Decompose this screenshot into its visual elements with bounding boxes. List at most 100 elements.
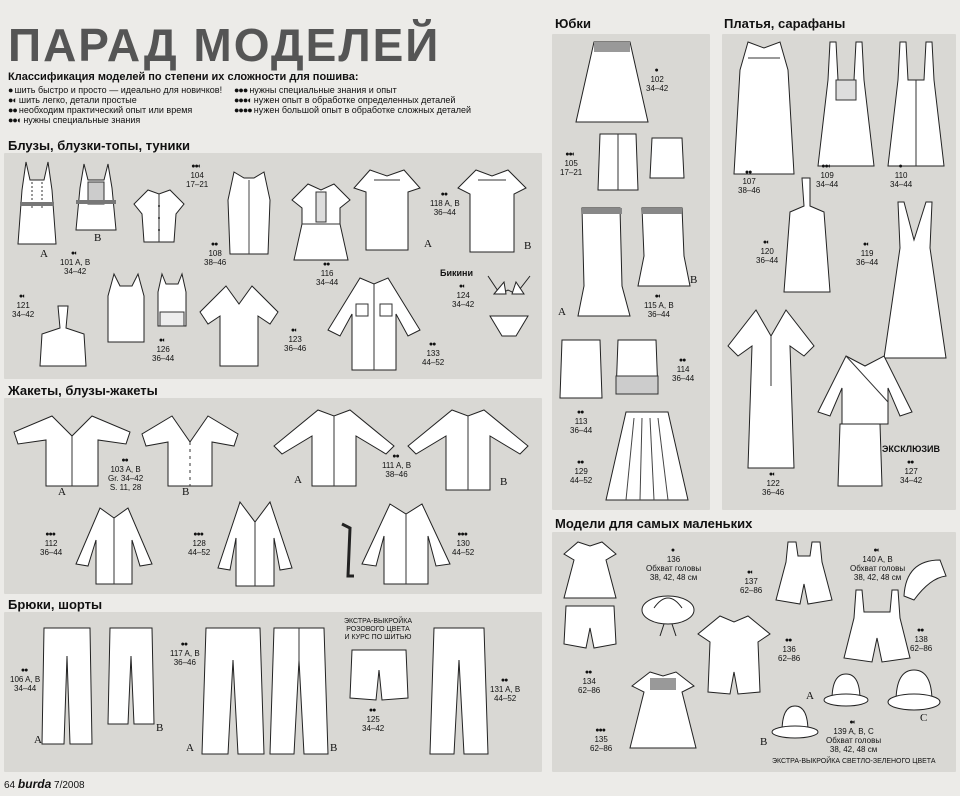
section-title-blouses: Блузы, блузки-топы, туники xyxy=(8,138,190,153)
model-tag-128: ●●●128 44–52 xyxy=(188,531,211,557)
belt-130-illustration xyxy=(340,522,358,578)
variant-letter: A xyxy=(34,734,42,746)
model-tag-133: ●●133 44–52 xyxy=(422,341,445,367)
brand-logo: burda xyxy=(17,777,52,791)
model-tag-124: ●◐124 34–42 xyxy=(452,283,475,309)
blouse-118b-illustration xyxy=(456,166,528,254)
variant-letter: A xyxy=(424,238,432,250)
jacket-103a-illustration xyxy=(12,412,132,488)
variant-letter: B xyxy=(500,476,508,488)
model-tag-102: ●102 34–42 xyxy=(646,67,669,93)
model-tag-123: ●◐123 36–46 xyxy=(284,327,307,353)
model-tag-110: ●110 34–44 xyxy=(890,163,913,189)
legend-item: ●●●нужны специальные знания и опыт xyxy=(234,85,397,95)
baby-dress-135-illustration xyxy=(628,668,698,750)
jacket-112-illustration xyxy=(74,504,154,586)
model-tag-138: ●●138 62–86 xyxy=(910,627,933,653)
baby-bloomers-134-illustration xyxy=(562,604,618,650)
trousers-131-illustration xyxy=(428,626,490,756)
blouse-111a-illustration xyxy=(272,406,396,488)
model-tag-129: ●●129 44–52 xyxy=(570,459,593,485)
tank-126a-illustration xyxy=(104,272,148,344)
model-tag-120: ●◐120 36–44 xyxy=(756,239,779,265)
legend-heading: Классификация моделей по степени их слож… xyxy=(8,71,359,83)
model-tag-118: ●●118 A, B 36–44 xyxy=(430,191,460,217)
section-title-jackets: Жакеты, блузы-жакеты xyxy=(8,383,158,398)
model-tag-140: ●◐140 A, B Обхват головы 38, 42, 48 см xyxy=(850,547,906,582)
top-108-illustration xyxy=(224,170,274,256)
section-title-dresses: Платья, сарафаны xyxy=(724,16,846,31)
legend-right: ●●●нужны специальные знания и опыт ●●●◐н… xyxy=(234,85,471,115)
blouse-111b-illustration xyxy=(406,406,530,492)
trousers-106a-illustration xyxy=(40,626,94,746)
model-tag-130: ●●●130 44–52 xyxy=(452,531,475,557)
model-tag-112: ●●●112 36–44 xyxy=(40,531,63,557)
model-tag-108: ●●108 38–46 xyxy=(204,241,227,267)
model-tag-137: ●◐137 62–86 xyxy=(740,569,763,595)
sundress-109-illustration xyxy=(816,40,876,168)
skirt-105b-illustration xyxy=(648,136,686,180)
skirt-115b-illustration xyxy=(636,206,692,288)
variant-letter: B xyxy=(690,274,698,286)
model-tag-116: ●●116 34–44 xyxy=(316,261,339,287)
jacket-130-illustration xyxy=(360,500,452,586)
green-pattern-note: ЭКСТРА-ВЫКРОЙКА СВЕТЛО-ЗЕЛЕНОГО ЦВЕТА xyxy=(772,758,936,765)
variant-letter: B xyxy=(524,240,532,252)
model-tag-114: ●●114 36–44 xyxy=(672,357,695,383)
legend-item: ●шить быстро и просто — идеально для нов… xyxy=(8,85,223,95)
skirt-129-illustration xyxy=(604,410,690,502)
legend-item: ●●●◐нужен опыт в обработке определенных … xyxy=(234,95,456,105)
model-tag-121: ●◐121 34–42 xyxy=(12,293,35,319)
variant-letter: A xyxy=(294,474,302,486)
sun-hat-139a-illustration xyxy=(822,670,870,710)
skirt-105a-illustration xyxy=(596,132,640,192)
wrap-top-127-illustration xyxy=(816,352,914,426)
skirt-113-illustration xyxy=(558,338,604,400)
dress-122-illustration xyxy=(726,306,816,470)
issue-number: 7/2008 xyxy=(54,780,85,791)
model-tag-106: ●●106 A, B 34–44 xyxy=(10,667,41,693)
model-tag-126: ●◐126 36–44 xyxy=(152,337,175,363)
variant-letter: A xyxy=(558,306,566,318)
tunic-123-illustration xyxy=(198,282,280,368)
baby-bonnet-140-illustration xyxy=(900,556,950,602)
sundress-110-illustration xyxy=(886,40,946,168)
baby-romper-136-illustration xyxy=(696,612,772,696)
model-tag-139: ●◐139 A, B, C Обхват головы 38, 42, 48 с… xyxy=(826,719,882,754)
page-number: 64 xyxy=(4,780,16,791)
pink-pattern-note: ЭКСТРА-ВЫКРОЙКА РОЗОВОГО ЦВЕТА И КУРС ПО… xyxy=(344,618,413,641)
model-tag-113: ●●113 36–44 xyxy=(570,409,593,435)
sun-hat-139b-illustration xyxy=(770,702,820,742)
variant-letter: B xyxy=(94,232,102,244)
skirt-115a-illustration xyxy=(576,206,632,318)
legend-left: ●шить быстро и просто — идеально для нов… xyxy=(8,85,222,125)
variant-letter: B xyxy=(760,736,768,748)
model-tag-115: ●◐115 A, B 36–44 xyxy=(644,293,674,319)
variant-letter: A xyxy=(58,486,66,498)
model-tag-135: ●●●135 62–86 xyxy=(590,727,613,753)
skirt-114-illustration xyxy=(614,338,660,396)
variant-letter: C xyxy=(920,712,928,724)
variant-letter: B xyxy=(156,722,164,734)
halter-top-121-illustration xyxy=(36,304,90,370)
baby-hat-136-illustration xyxy=(640,586,696,638)
legend-item: ●●●●нужен большой опыт в обработке сложн… xyxy=(234,105,472,115)
variant-letter: B xyxy=(182,486,190,498)
legend-item: ●●◐нужны специальные знания xyxy=(8,115,141,125)
variant-letter: A xyxy=(40,248,48,260)
model-tag-125: ●●125 34–42 xyxy=(362,707,385,733)
model-tag-119: ●◐119 36–44 xyxy=(856,241,879,267)
model-tag-127: ●●127 34–42 xyxy=(900,459,923,485)
model-tag-103: ●●103 A, B Gr. 34–42 S. 11, 28 xyxy=(108,457,144,492)
shirt-133-illustration xyxy=(326,274,422,372)
maxi-dress-119-illustration xyxy=(880,200,950,360)
variant-letter: A xyxy=(806,690,814,702)
model-tag-105: ●●◐105 17–21 xyxy=(560,151,583,177)
page-title: ПАРАД МОДЕЛЕЙ xyxy=(8,19,441,71)
model-tag-134: ●●134 62–86 xyxy=(578,669,601,695)
bikini-124-illustration xyxy=(484,266,534,342)
model-tag-104: ●●◐104 17–21 xyxy=(186,163,209,189)
top-101a-illustration xyxy=(12,160,62,246)
shorts-125-illustration xyxy=(348,648,410,702)
model-tag-101: ●◐101 A, B 34–42 xyxy=(60,250,91,276)
